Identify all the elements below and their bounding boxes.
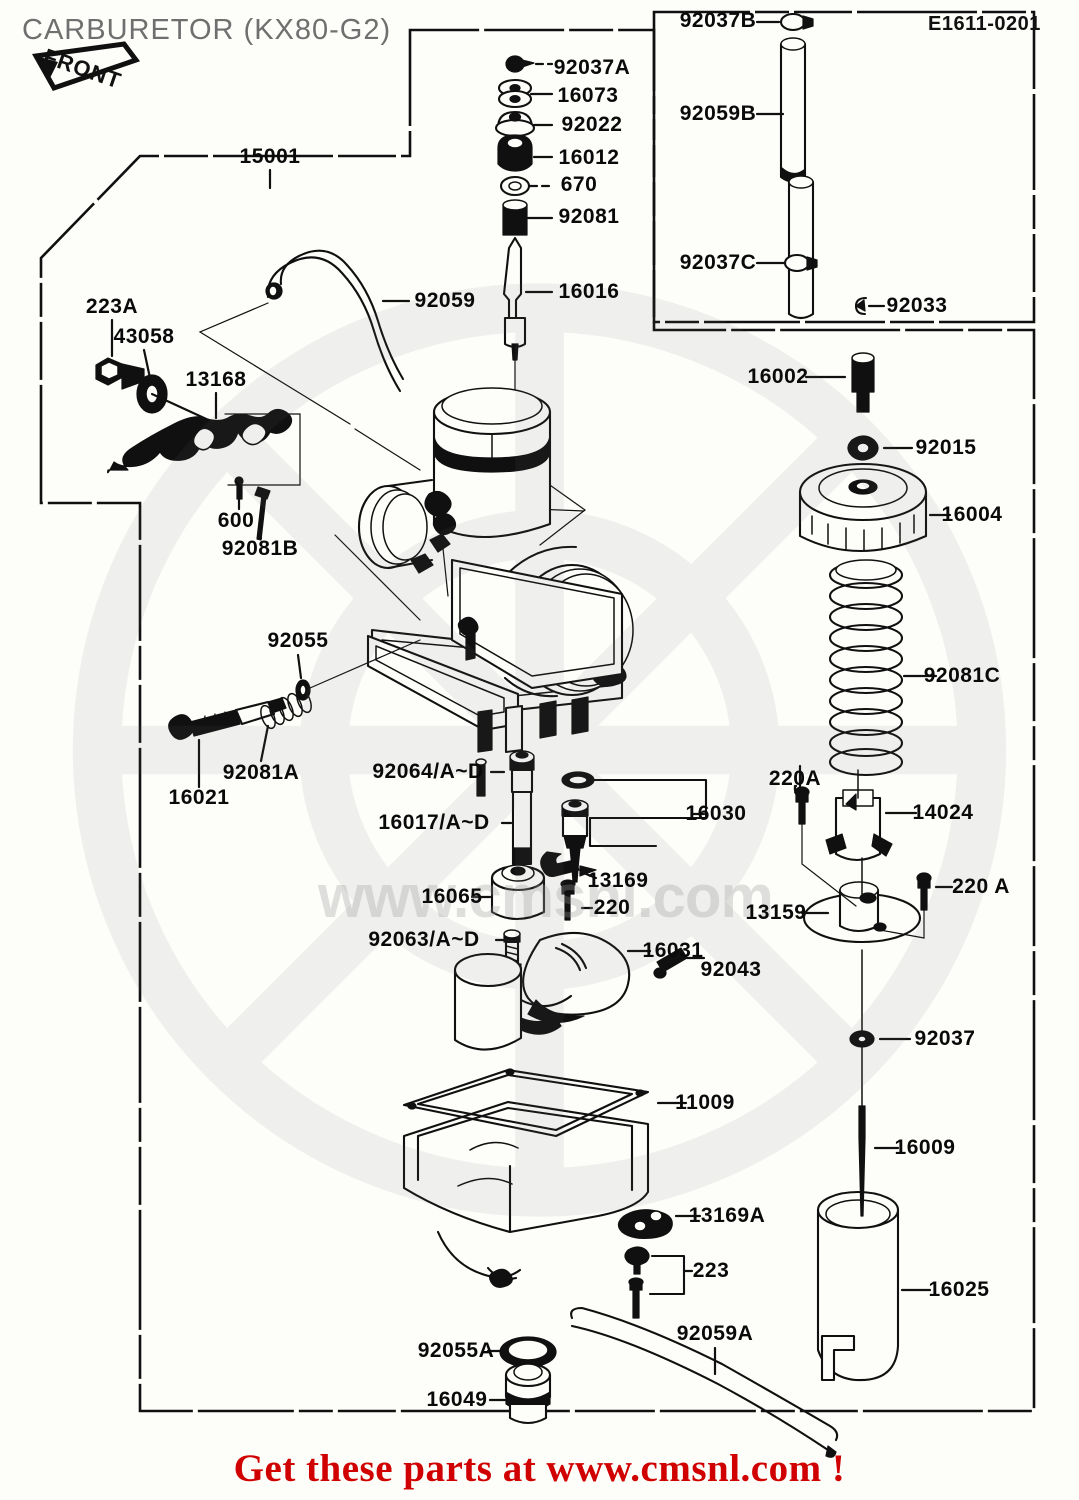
- part-callout-16016[interactable]: 16016: [558, 280, 620, 303]
- part-callout-92022[interactable]: 92022: [561, 113, 623, 136]
- part-callout-92043[interactable]: 92043: [700, 958, 762, 981]
- part-callout-92081[interactable]: 92081: [558, 205, 620, 228]
- part-callout-92064-a-d[interactable]: 92064/A~D: [372, 760, 484, 783]
- diagram-code: E1611-0201: [928, 13, 1041, 35]
- part-callout-92059b[interactable]: 92059B: [679, 102, 757, 125]
- part-callout-92081c[interactable]: 92081C: [923, 664, 1001, 687]
- part-callout-92081b[interactable]: 92081B: [221, 537, 299, 560]
- part-callout-670[interactable]: 670: [560, 173, 598, 196]
- part-callout-11009[interactable]: 11009: [675, 1091, 735, 1114]
- part-callout-92033[interactable]: 92033: [886, 294, 948, 317]
- part-callout-92037b[interactable]: 92037B: [679, 9, 757, 32]
- inset-frame: [652, 10, 1036, 324]
- part-callout-16012[interactable]: 16012: [558, 146, 620, 169]
- part-callout-220[interactable]: 220: [593, 896, 631, 919]
- part-callout-16030[interactable]: 16030: [685, 802, 747, 825]
- part-callout-16049[interactable]: 16049: [426, 1388, 488, 1411]
- main-frame: [39, 28, 1036, 1413]
- part-callout-16004[interactable]: 16004: [941, 503, 1003, 526]
- part-callout-16031[interactable]: 16031: [642, 939, 704, 962]
- part-callout-92081a[interactable]: 92081A: [222, 761, 300, 784]
- part-callout-16017-a-d[interactable]: 16017/A~D: [378, 811, 490, 834]
- part-callout-13168[interactable]: 13168: [185, 368, 247, 391]
- part-callout-13169[interactable]: 13169: [587, 869, 649, 892]
- part-callout-16021[interactable]: 16021: [168, 786, 230, 809]
- part-callout-92059[interactable]: 92059: [414, 289, 476, 312]
- part-callout-16073[interactable]: 16073: [557, 84, 619, 107]
- part-callout-92037c[interactable]: 92037C: [679, 251, 757, 274]
- part-callout-92059a[interactable]: 92059A: [676, 1322, 754, 1345]
- part-callout-16025[interactable]: 16025: [928, 1278, 990, 1301]
- part-callout-92015[interactable]: 92015: [915, 436, 977, 459]
- page-title: CARBURETOR (KX80-G2): [22, 14, 392, 46]
- part-callout-16009[interactable]: 16009: [894, 1136, 956, 1159]
- part-callout-92063-a-d[interactable]: 92063/A~D: [368, 928, 480, 951]
- part-callout-92037a[interactable]: 92037A: [553, 56, 631, 79]
- part-callout-92055[interactable]: 92055: [267, 629, 329, 652]
- part-callout-16065[interactable]: 16065: [421, 885, 483, 908]
- footer-promo-text: Get these parts at www.cmsnl.com !: [233, 1447, 846, 1490]
- part-callout-92037[interactable]: 92037: [914, 1027, 976, 1050]
- part-callout-13169a[interactable]: 13169A: [688, 1204, 766, 1227]
- part-callout-14024[interactable]: 14024: [912, 801, 974, 824]
- part-callout-220-a[interactable]: 220 A: [952, 875, 1010, 898]
- part-callout-92055a[interactable]: 92055A: [417, 1339, 495, 1362]
- part-callout-13159[interactable]: 13159: [745, 901, 807, 924]
- part-callout-43058[interactable]: 43058: [113, 325, 175, 348]
- part-callout-223a[interactable]: 223A: [85, 295, 139, 318]
- part-callout-15001[interactable]: 15001: [239, 145, 301, 168]
- part-callout-600[interactable]: 600: [217, 509, 255, 532]
- part-callout-223[interactable]: 223: [692, 1259, 730, 1282]
- part-callout-220a[interactable]: 220A: [768, 767, 822, 790]
- part-callout-16002[interactable]: 16002: [747, 365, 809, 388]
- front-direction-marker: FRONT: [24, 40, 142, 110]
